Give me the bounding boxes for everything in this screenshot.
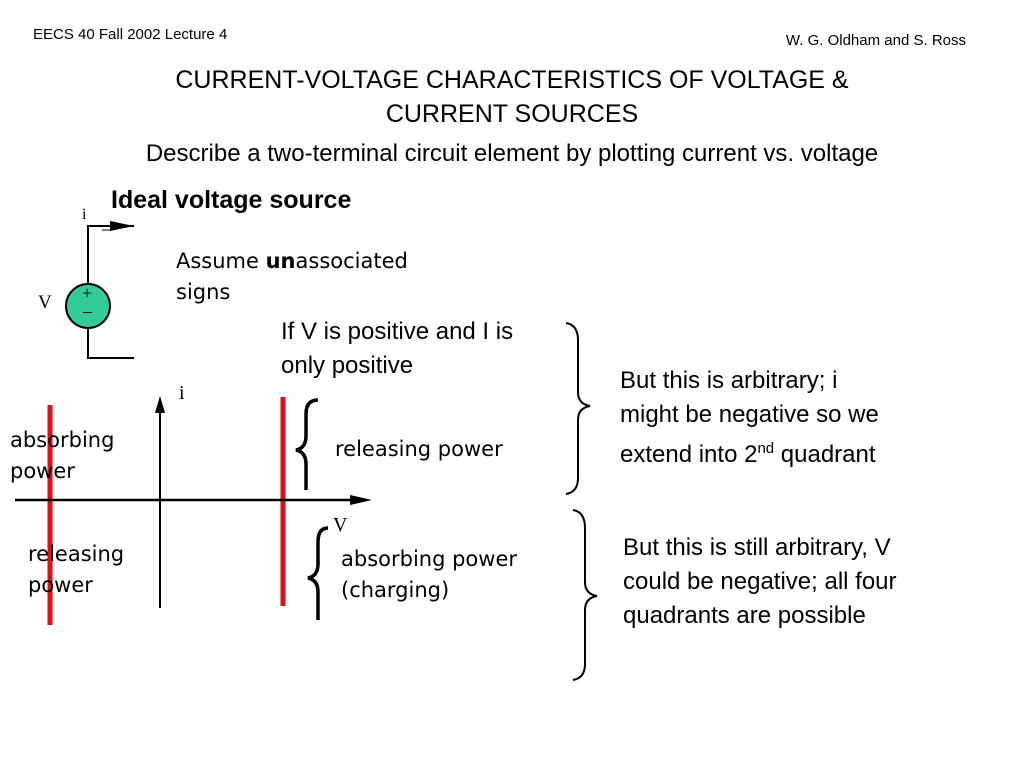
- slide-subtitle: Describe a two-terminal circuit element …: [145, 140, 879, 167]
- course-header: EECS 40 Fall 2002 Lecture 4: [33, 26, 228, 43]
- note-2-line-1: But this is still arbitrary, V: [623, 534, 891, 561]
- circuit-current-label: i: [82, 206, 87, 223]
- region-label-right-bottom: absorbing power (charging): [341, 544, 517, 606]
- assume-note-line-2: signs: [176, 280, 231, 304]
- assume-note-emphasis: un: [265, 249, 296, 273]
- current-arrow-icon: [100, 221, 134, 231]
- authors-header: W. G. Oldham and S. Ross: [785, 32, 966, 49]
- slide-title-line-1: CURRENT-VOLTAGE CHARACTERISTICS OF VOLTA…: [175, 66, 849, 94]
- note-1-line-3-prefix: extend into 2: [620, 441, 758, 468]
- y-axis-label: i: [179, 382, 185, 404]
- assume-note: Assume unassociated signs: [176, 246, 408, 308]
- region-label-left-bottom: releasing power: [28, 539, 124, 601]
- note-1-line-2: might be negative so we: [620, 401, 879, 428]
- brace-releasing-icon: [295, 398, 319, 490]
- note-2-line-3: quadrants are possible: [623, 602, 866, 629]
- note-1-line-3-suffix: quadrant: [774, 441, 876, 468]
- brace-absorbing-icon: [307, 526, 329, 620]
- region-left-top-line-2: power: [10, 459, 75, 483]
- region-right-bottom-line-1: absorbing power: [341, 547, 518, 571]
- region-label-right-top: releasing power: [335, 437, 503, 461]
- note-1-line-1: But this is arbitrary; i: [620, 367, 838, 394]
- plus-sign: +: [82, 283, 93, 303]
- voltage-source-icon: [65, 283, 111, 329]
- brace-note-2-icon: [572, 509, 598, 681]
- condition-line-2: only positive: [281, 352, 414, 379]
- section-heading: Ideal voltage source: [111, 186, 352, 214]
- note-arbitrary-current: But this is arbitrary; i might be negati…: [620, 364, 879, 472]
- region-left-bottom-line-1: releasing: [28, 542, 125, 566]
- condition-line-1: If V is positive and I is: [281, 318, 514, 345]
- brace-note-1-icon: [565, 322, 591, 495]
- assume-note-prefix: Assume: [176, 249, 266, 273]
- assume-note-suffix: associated: [295, 249, 408, 273]
- region-label-left-top: absorbing power: [10, 425, 114, 487]
- slide-title-line-2: CURRENT SOURCES: [385, 100, 639, 128]
- condition-text: If V is positive and I is only positive: [281, 315, 513, 383]
- region-left-bottom-line-2: power: [28, 573, 93, 597]
- region-right-bottom-line-2: (charging): [341, 578, 450, 602]
- minus-sign: –: [83, 301, 92, 321]
- note-1-superscript: nd: [757, 440, 775, 457]
- region-left-top-line-1: absorbing: [10, 428, 115, 452]
- note-arbitrary-voltage: But this is still arbitrary, V could be …: [623, 531, 897, 633]
- plot-axes: [15, 396, 372, 608]
- note-2-line-2: could be negative; all four: [623, 568, 897, 595]
- x-axis-label: V: [333, 514, 348, 536]
- circuit-voltage-label: V: [38, 292, 52, 313]
